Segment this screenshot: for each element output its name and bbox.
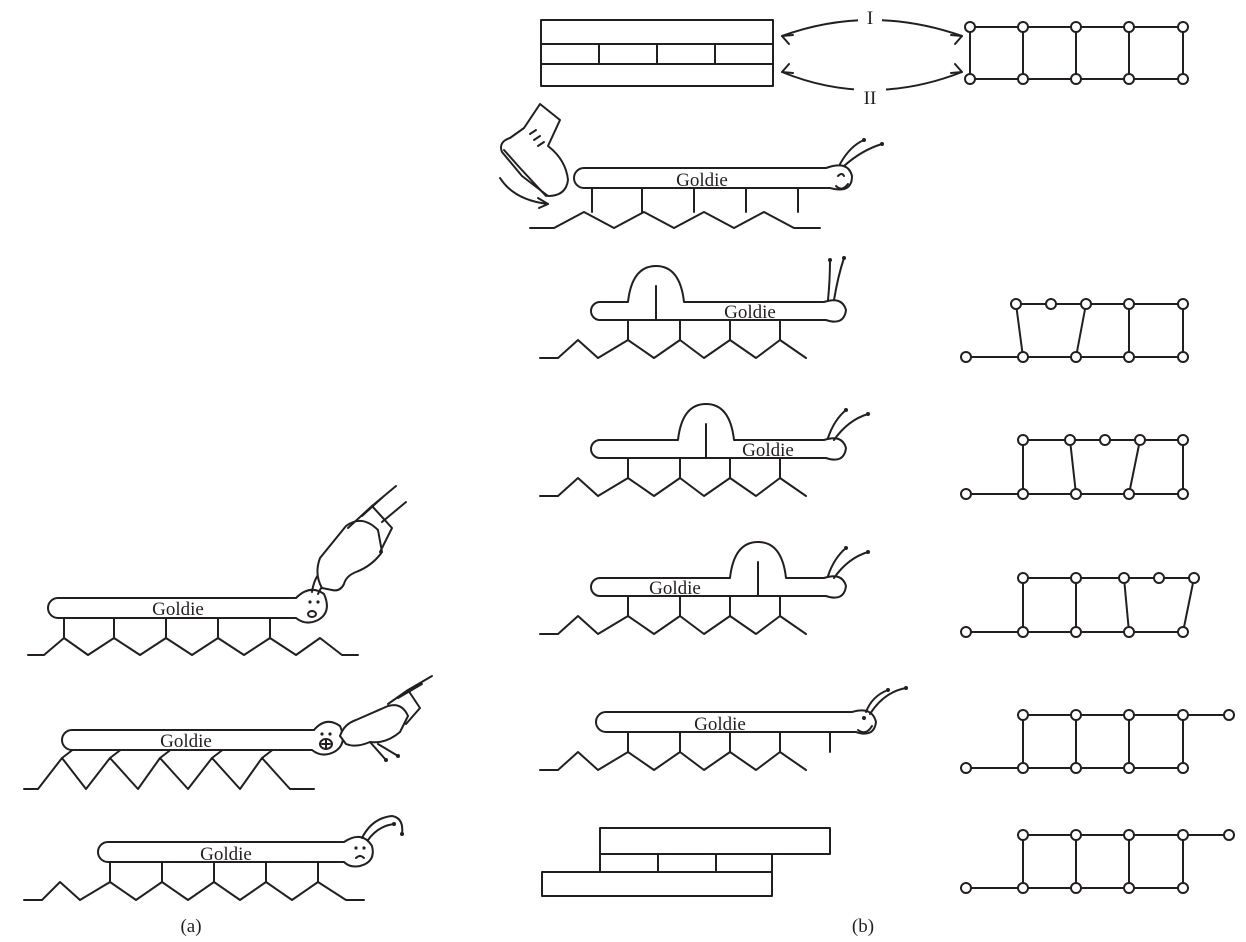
node-ladder-b3 [960, 434, 1189, 500]
worm-row-b4: Goldie [539, 541, 870, 635]
hand-a2 [339, 675, 433, 762]
caption-b: (b) [852, 916, 874, 937]
caption-a: (a) [180, 916, 201, 937]
worm-row-b1: Goldie [529, 138, 884, 229]
top-block-schematic [540, 19, 774, 87]
node-ladder-b2 [960, 298, 1189, 363]
bottom-block-schematic [541, 827, 831, 897]
worm-row-b5: Goldie [539, 686, 908, 771]
worm-row-a1: Goldie [27, 569, 359, 656]
worm-row-a3: Goldie [23, 815, 404, 901]
worm-name-b4: Goldie [649, 578, 701, 599]
node-ladder-top [964, 21, 1189, 85]
boot-kick [499, 103, 569, 209]
worm-name-a1: Goldie [152, 599, 204, 620]
worm-name-b3: Goldie [742, 440, 794, 461]
worm-name-b1: Goldie [676, 170, 728, 191]
worm-row-a2: Goldie [23, 720, 344, 790]
worm-row-b3: Goldie [539, 403, 870, 497]
worm-name-b2: Goldie [724, 302, 776, 323]
label-I: I [867, 8, 873, 29]
node-ladder-b5 [960, 709, 1235, 774]
worm-name-a3: Goldie [200, 844, 252, 865]
label-II: II [864, 88, 877, 109]
double-arrow-I: I [781, 6, 963, 45]
node-ladder-b4 [960, 572, 1200, 638]
node-ladder-b6 [960, 829, 1235, 894]
worm-row-b2: Goldie [539, 256, 847, 359]
worm-name-b5: Goldie [694, 714, 746, 735]
worm-name-a2: Goldie [160, 731, 212, 752]
double-arrow-II: II [781, 63, 963, 109]
hand-a1 [316, 485, 407, 592]
